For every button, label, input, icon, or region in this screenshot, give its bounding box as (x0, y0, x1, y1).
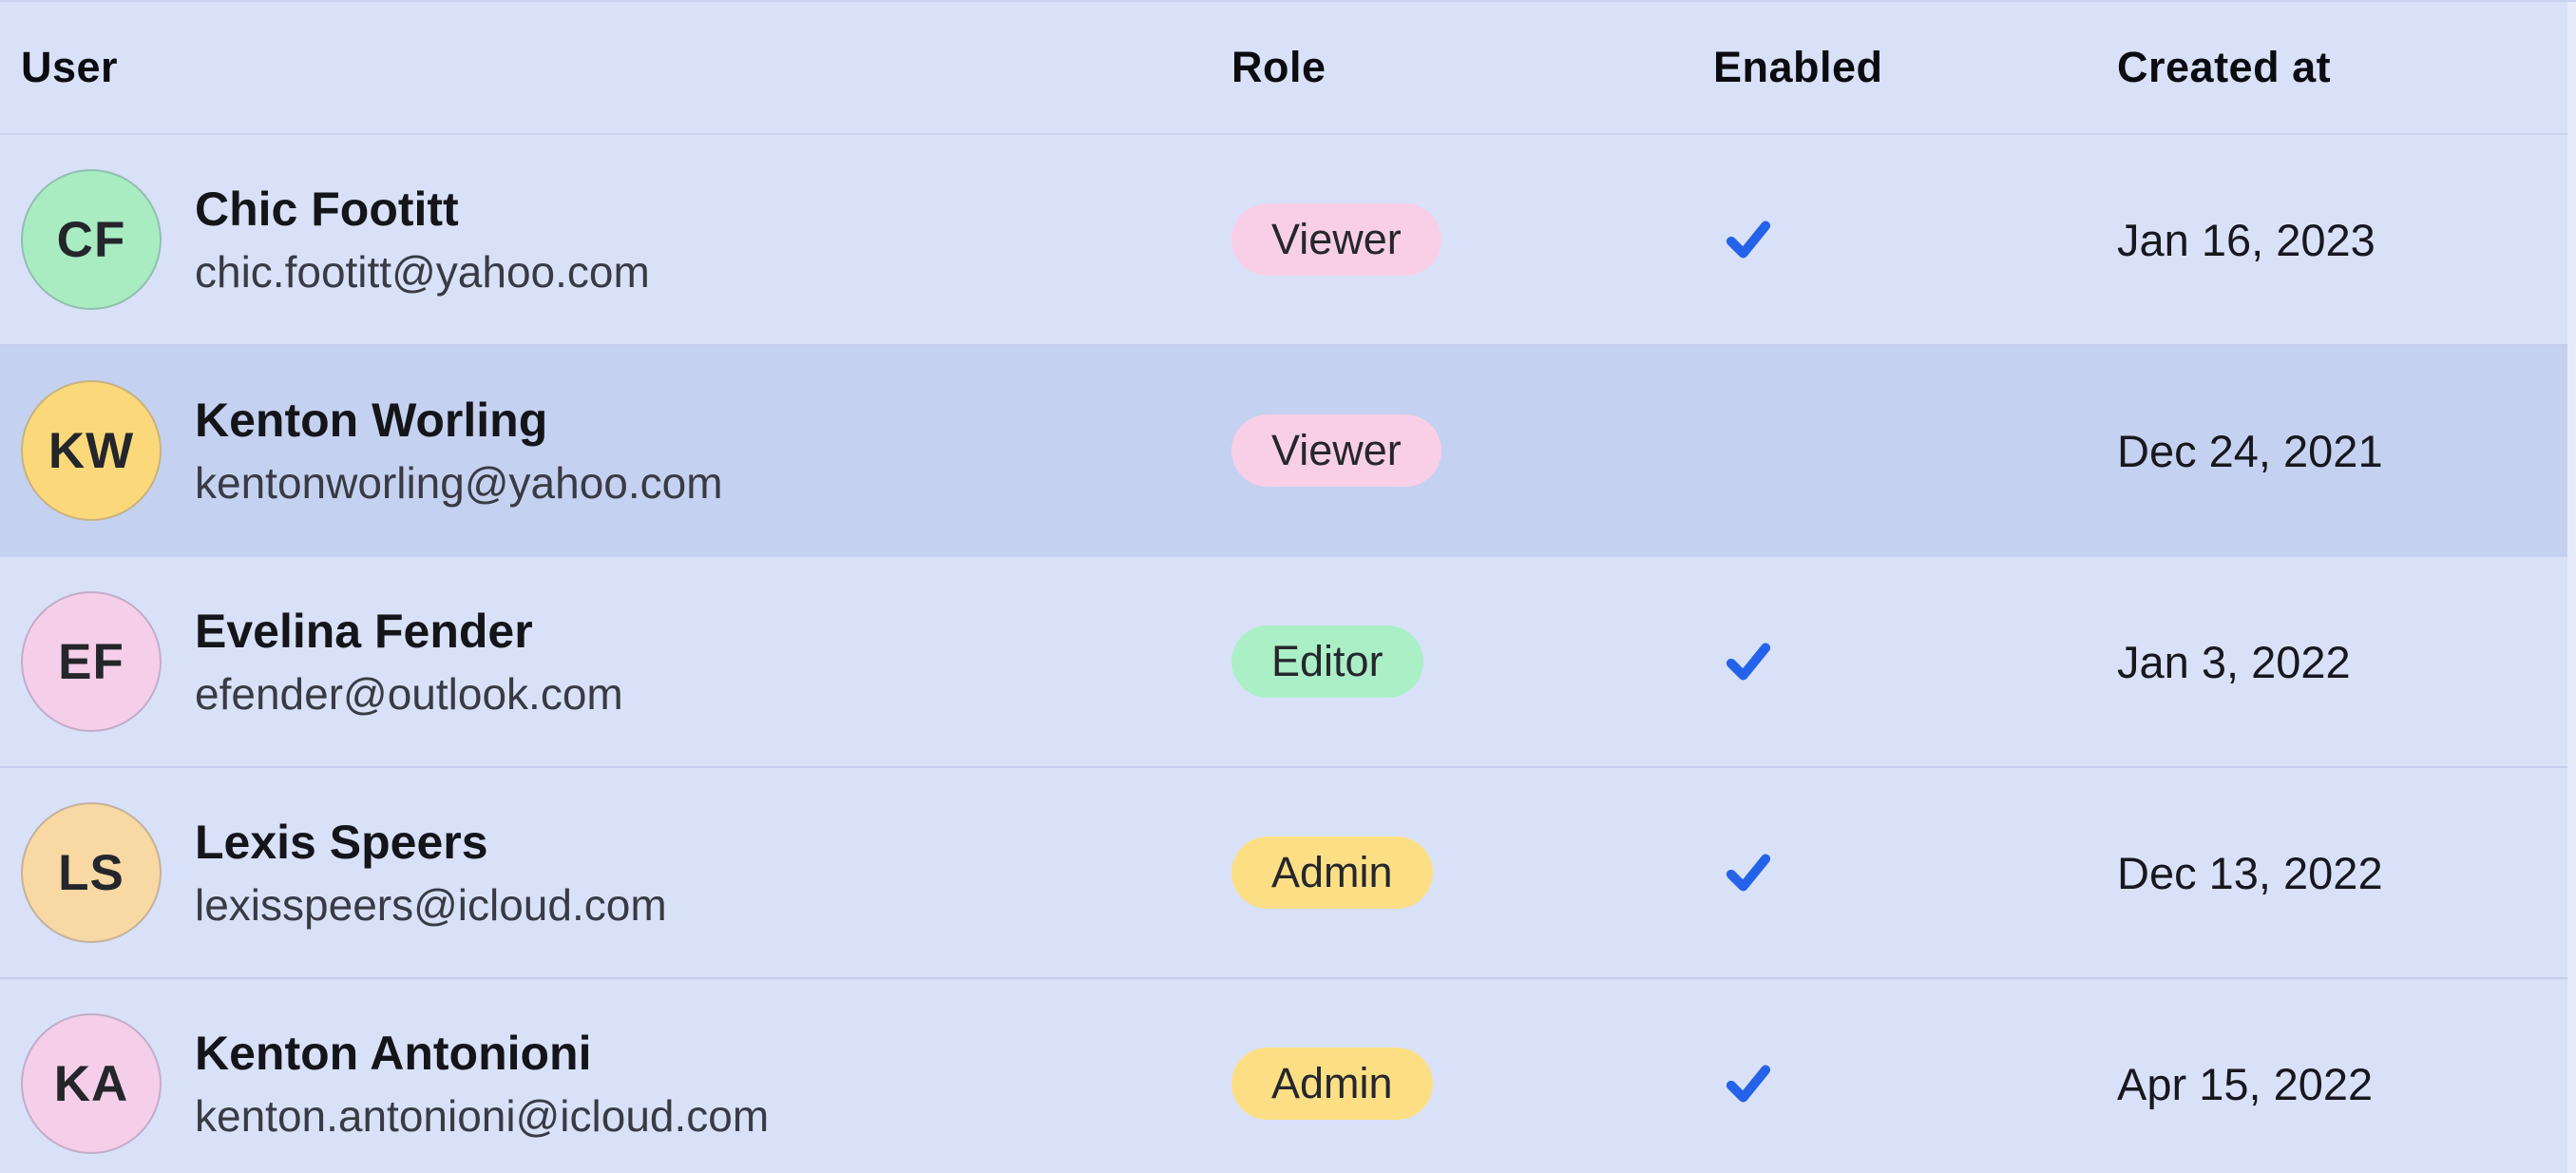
enabled-cell (1713, 845, 2117, 900)
user-cell: CF Chic Footitt chic.footitt@yahoo.com (21, 169, 1231, 310)
user-cell: EF Evelina Fender efender@outlook.com (21, 591, 1231, 732)
role-badge: Admin (1231, 836, 1433, 909)
column-header-enabled: Enabled (1713, 43, 1883, 91)
role-badge: Viewer (1231, 414, 1441, 487)
user-name: Chic Footitt (195, 183, 459, 236)
user-cell: LS Lexis Speers lexisspeers@icloud.com (21, 802, 1231, 943)
user-email: chic.footitt@yahoo.com (195, 247, 650, 297)
check-icon (1726, 221, 1771, 259)
table-row[interactable]: KA Kenton Antonioni kenton.antonioni@icl… (0, 979, 2576, 1173)
table-row[interactable]: EF Evelina Fender efender@outlook.com Ed… (0, 557, 2576, 768)
enabled-cell (1713, 423, 2117, 478)
role-badge: Admin (1231, 1048, 1433, 1120)
column-header-user: User (21, 43, 119, 91)
user-meta: Kenton Antonioni kenton.antonioni@icloud… (195, 1026, 769, 1142)
created-cell: Dec 13, 2022 (2117, 847, 2576, 899)
table-header: User Role Enabled Created at (0, 2, 2576, 135)
avatar: LS (21, 802, 162, 943)
column-header-role: Role (1231, 43, 1326, 91)
user-name: Lexis Speers (195, 816, 488, 869)
avatar: KA (21, 1013, 162, 1154)
role-cell: Editor (1231, 625, 1713, 698)
role-cell: Viewer (1231, 203, 1713, 276)
avatar-initials: LS (58, 844, 124, 901)
user-meta: Kenton Worling kentonworling@yahoo.com (195, 393, 723, 509)
user-name: Evelina Fender (195, 605, 533, 658)
created-at: Apr 15, 2022 (2117, 1058, 2374, 1109)
table-row[interactable]: KW Kenton Worling kentonworling@yahoo.co… (0, 346, 2576, 557)
avatar: EF (21, 591, 162, 732)
enabled-cell (1713, 1056, 2117, 1111)
user-meta: Lexis Speers lexisspeers@icloud.com (195, 815, 667, 931)
avatar-initials: KA (53, 1055, 129, 1112)
created-at: Jan 3, 2022 (2117, 636, 2351, 687)
user-cell: KW Kenton Worling kentonworling@yahoo.co… (21, 380, 1231, 521)
column-header-created-at: Created at (2117, 43, 2332, 91)
user-meta: Chic Footitt chic.footitt@yahoo.com (195, 182, 650, 298)
user-email: lexisspeers@icloud.com (195, 880, 667, 930)
created-at: Dec 24, 2021 (2117, 425, 2383, 476)
table-row[interactable]: LS Lexis Speers lexisspeers@icloud.com A… (0, 768, 2576, 979)
table-body: CF Chic Footitt chic.footitt@yahoo.com V… (0, 135, 2576, 1173)
user-email: kenton.antonioni@icloud.com (195, 1091, 770, 1141)
table-row[interactable]: CF Chic Footitt chic.footitt@yahoo.com V… (0, 135, 2576, 346)
role-badge: Viewer (1231, 203, 1441, 276)
check-icon (1726, 643, 1771, 681)
user-meta: Evelina Fender efender@outlook.com (195, 604, 623, 720)
scrollbar-track[interactable] (2567, 2, 2576, 1173)
role-cell: Viewer (1231, 414, 1713, 487)
enabled-cell (1713, 634, 2117, 689)
user-email: kentonworling@yahoo.com (195, 458, 723, 508)
avatar: CF (21, 169, 162, 310)
user-name: Kenton Antonioni (195, 1027, 592, 1080)
created-cell: Jan 16, 2023 (2117, 214, 2576, 266)
role-badge: Editor (1231, 625, 1423, 698)
enabled-cell (1713, 212, 2117, 267)
avatar: KW (21, 380, 162, 521)
created-at: Jan 16, 2023 (2117, 214, 2376, 265)
check-icon (1726, 854, 1771, 892)
created-cell: Apr 15, 2022 (2117, 1058, 2576, 1110)
user-name: Kenton Worling (195, 394, 548, 447)
user-cell: KA Kenton Antonioni kenton.antonioni@icl… (21, 1013, 1231, 1154)
role-cell: Admin (1231, 1048, 1713, 1120)
role-cell: Admin (1231, 836, 1713, 909)
created-cell: Jan 3, 2022 (2117, 636, 2576, 688)
avatar-initials: KW (48, 422, 135, 479)
check-icon (1726, 1065, 1771, 1103)
avatar-initials: CF (56, 211, 126, 268)
created-cell: Dec 24, 2021 (2117, 425, 2576, 477)
avatar-initials: EF (58, 633, 124, 690)
user-email: efender@outlook.com (195, 669, 623, 719)
created-at: Dec 13, 2022 (2117, 847, 2383, 898)
